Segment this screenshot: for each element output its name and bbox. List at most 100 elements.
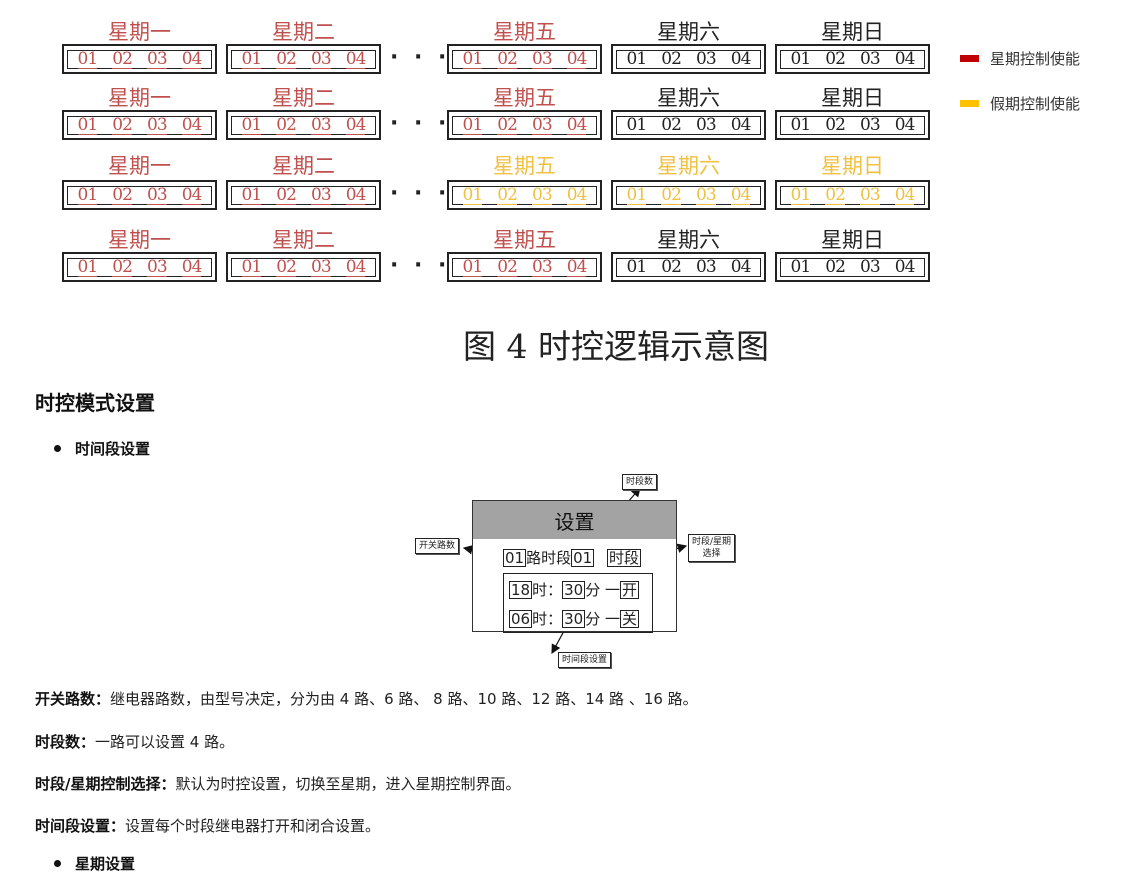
route-period-text: 路时段	[526, 549, 572, 567]
time-slot-number: 03	[860, 49, 881, 69]
state-value: 关	[619, 610, 639, 628]
time-slot-number: 01	[77, 49, 98, 69]
callout-mode-select-line1: 时段/星期	[692, 537, 732, 547]
time-slot-group: 01 02 03 04	[62, 180, 217, 210]
time-slot-number: 02	[276, 185, 297, 205]
time-control-logic-figure: 星期一 01 02 03 04 星期二 01 02 03 04 星期五 01 02 03 04 星期六 01 02…	[0, 0, 1145, 370]
time-slot-number: 02	[661, 257, 682, 277]
route-value-box: 01	[503, 549, 527, 567]
weekday-label: 星期一	[108, 154, 171, 178]
time-slot-number: 01	[77, 115, 98, 135]
time-slot-inner: 01 02 03 04	[67, 186, 212, 205]
paragraph-text: 设置每个时段继电器打开和闭合设置。	[125, 817, 381, 835]
time-slot-number: 01	[790, 257, 811, 277]
weekday-label: 星期五	[493, 154, 556, 178]
time-slot-number: 04	[181, 185, 202, 205]
state-value: 开	[619, 581, 639, 599]
weekday-label: 星期日	[821, 86, 884, 110]
time-slot-number: 04	[894, 185, 915, 205]
time-slot-number: 01	[790, 49, 811, 69]
time-slot-number: 01	[241, 185, 262, 205]
time-slot-number: 04	[566, 185, 587, 205]
callout-period-count: 时段数	[622, 474, 658, 490]
time-slot-number: 03	[147, 185, 168, 205]
time-slot-number: 01	[462, 115, 483, 135]
time-slot-number: 01	[241, 115, 262, 135]
time-slot-number: 04	[566, 257, 587, 277]
bullet-week: 星期设置	[54, 853, 135, 874]
ellipsis: · · ·	[390, 253, 451, 278]
bullet-dot	[54, 445, 61, 452]
weekday-label: 星期二	[272, 86, 335, 110]
time-slot-number: 03	[311, 257, 332, 277]
callout-time-setting: 时间段设置	[558, 652, 612, 668]
time-slot-number: 01	[626, 115, 647, 135]
time-slot-number: 01	[77, 185, 98, 205]
time-slot-number: 02	[497, 115, 518, 135]
figure-caption: 图 4 时控逻辑示意图	[463, 327, 769, 366]
time-slot-number: 04	[730, 49, 751, 69]
time-slot-number: 04	[345, 49, 366, 69]
legend-item: 星期控制使能	[960, 48, 1080, 69]
time-slot-number: 04	[894, 115, 915, 135]
time-slot-number: 02	[661, 185, 682, 205]
weekday-label: 星期六	[657, 86, 720, 110]
hour-unit: 时：	[532, 610, 563, 628]
time-slot-number: 04	[730, 185, 751, 205]
time-slot-number: 02	[497, 185, 518, 205]
weekday-label: 星期一	[108, 228, 171, 252]
bullet-dot	[54, 860, 61, 867]
time-slot-number: 01	[462, 185, 483, 205]
paragraph-period-count: 时段数：一路可以设置 4 路。	[35, 731, 234, 752]
time-slot-number: 02	[661, 115, 682, 135]
bullet-time-period: 时间段设置	[54, 438, 150, 459]
time-slot-number: 02	[825, 185, 846, 205]
period-value-box: 01	[571, 549, 595, 567]
screen-title: 设置	[473, 501, 676, 539]
time-slot-number: 03	[532, 115, 553, 135]
time-slot-number: 01	[626, 49, 647, 69]
legend-item: 假期控制使能	[960, 93, 1080, 114]
legend-swatch	[960, 100, 979, 107]
time-slot-number: 03	[860, 185, 881, 205]
weekday-label: 星期一	[108, 20, 171, 44]
paragraph-time-setting: 时间段设置：设置每个时段继电器打开和闭合设置。	[35, 815, 380, 836]
bullet-label: 时间段设置	[75, 440, 151, 458]
weekday-label: 星期日	[821, 20, 884, 44]
time-slot-number: 02	[497, 257, 518, 277]
time-slot-number: 04	[566, 49, 587, 69]
time-slot-number: 01	[790, 115, 811, 135]
weekday-label: 星期五	[493, 20, 556, 44]
time-slot-number: 01	[241, 49, 262, 69]
time-slot-number: 01	[241, 257, 262, 277]
paragraph-term: 时间段设置：	[35, 817, 126, 835]
bullet-label: 星期设置	[75, 855, 136, 873]
time-slot-number: 03	[147, 257, 168, 277]
time-slot-number: 02	[112, 185, 133, 205]
paragraph-text: 默认为时控设置，切换至星期，进入星期控制界面。	[175, 775, 521, 793]
